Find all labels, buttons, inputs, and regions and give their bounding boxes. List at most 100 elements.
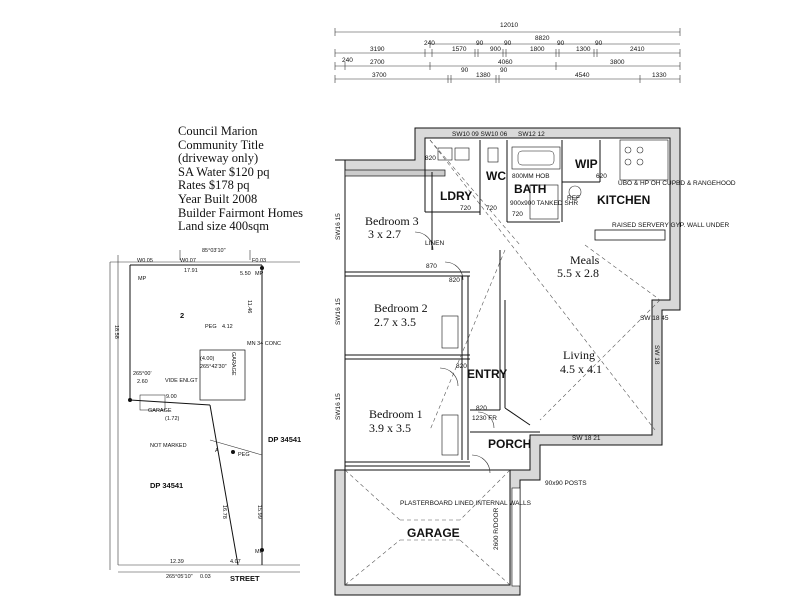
- site-w-top-left: W0.05: [137, 258, 153, 264]
- note-sw-right: SW 18 45: [640, 315, 669, 322]
- dim-r3-0: 3190: [370, 46, 385, 53]
- site-w-top: W0.07: [180, 258, 196, 264]
- site-dist-top: 17.91: [184, 268, 198, 274]
- meals-size: 5.5 x 2.8: [557, 266, 599, 280]
- kitchen-label: KITCHEN: [597, 193, 650, 207]
- dim-r3-2: 1570: [452, 46, 467, 53]
- bedroom3-name: Bedroom 3: [365, 214, 419, 228]
- note-ref: REF: [567, 195, 580, 202]
- site-bearing-top: 85°03'10": [202, 248, 226, 254]
- site-dist-f: 2.60: [137, 379, 148, 385]
- note-servery: RAISED SERVERY GYP. WALL UNDER: [612, 222, 729, 229]
- bedroom2-size: 2.7 x 3.5: [374, 315, 416, 329]
- site-dp-left: DP 34541: [150, 481, 183, 490]
- bedroom2-name: Bedroom 2: [374, 301, 428, 315]
- site-vide: VIDE ENLGT: [165, 378, 198, 384]
- plan-annotations: SW10 09 SW10 06 SW12 12 800MM HOB 900x90…: [335, 131, 736, 550]
- note-tanked: 900x900 TANKED SHR: [510, 200, 578, 207]
- porch-label: PORCH: [488, 437, 531, 451]
- note-sw-left3: SW16 15: [335, 393, 342, 420]
- bath-label: BATH: [514, 182, 546, 196]
- note-roller-door: 2600 R/DOOR: [493, 507, 500, 550]
- note-door-720b: 720: [486, 205, 497, 212]
- note-linen: LINEN: [425, 240, 444, 247]
- bedroom1-size: 3.9 x 3.5: [369, 421, 411, 435]
- wip-label: WIP: [575, 157, 598, 171]
- property-info: Council Marion Community Title (driveway…: [178, 124, 303, 234]
- garage-label: GARAGE: [407, 526, 460, 540]
- note-sw-top2: SW12 12: [518, 131, 545, 138]
- site-dist-j: 18.58: [113, 325, 119, 339]
- dim-r5-0: 3700: [372, 72, 387, 79]
- site-plan: 85°03'10" W0.07 W0.05 F0.03 17.91 5.50 M…: [109, 248, 301, 583]
- ldry-label: LDRY: [440, 189, 472, 203]
- site-dist-h: 16.78: [221, 505, 227, 519]
- info-driveway: (driveway only): [178, 151, 259, 166]
- dim-r3-1: 240: [424, 40, 435, 47]
- note-door-820c: 820: [456, 363, 467, 370]
- dim-r5-2: 1380: [476, 72, 491, 79]
- site-dist-l: 5.50: [240, 271, 251, 277]
- note-door-870: 870: [426, 263, 437, 270]
- site-f-top: F0.03: [252, 258, 266, 264]
- site-dist-m: 11.46: [246, 300, 252, 313]
- note-sw-top: SW10 09 SW10 06: [452, 131, 508, 138]
- site-dist-c: 4.12: [222, 324, 233, 330]
- dim-r3-6: 1800: [530, 46, 545, 53]
- site-bearing-bottom: 265°05'10": [166, 574, 193, 580]
- note-door-620: 620: [596, 173, 607, 180]
- site-street: STREET: [230, 574, 260, 583]
- info-land: Land size 400sqm: [178, 219, 269, 234]
- wc-label: WC: [486, 169, 506, 183]
- entry-label: ENTRY: [467, 367, 507, 381]
- dim-r3-9: 90: [595, 40, 603, 47]
- dim-r4-0: 240: [342, 57, 353, 64]
- site-dist-bottom: 12.39: [170, 559, 184, 565]
- site-conc: MN 34 CONC: [247, 341, 281, 347]
- site-dist-b: 0.03: [200, 574, 211, 580]
- site-dist-g: (1.72): [165, 416, 180, 422]
- site-dist-i: 15.99: [256, 505, 262, 519]
- note-sw-left1: SW16 15: [335, 213, 342, 240]
- dimension-strings: 12010 8820 3190 240 1570: [334, 22, 681, 83]
- note-hob: 800MM HOB: [512, 173, 550, 180]
- site-bearing-d: 265°00': [133, 371, 152, 377]
- dim-r4-1: 2700: [370, 59, 385, 66]
- site-dist-e: 9.00: [166, 394, 177, 400]
- dim-r5-3: 90: [500, 67, 508, 74]
- site-bearing-c: 265°42'30": [200, 364, 227, 370]
- meals-name: Meals: [570, 253, 600, 267]
- site-mp-left: MP: [138, 276, 147, 282]
- dim-r4-3: 3800: [610, 59, 625, 66]
- note-sw-right2: SW 18: [653, 345, 660, 365]
- note-sw-living: SW 18 21: [572, 435, 601, 442]
- site-peg: PEG: [205, 324, 217, 330]
- dim-r5-1: 90: [461, 67, 469, 74]
- bedroom1-name: Bedroom 1: [369, 407, 423, 421]
- note-garage: PLASTERBOARD LINED INTERNAL WALLS: [400, 500, 532, 507]
- floor-plan: [334, 127, 681, 596]
- note-fr: 1230 FR: [472, 415, 497, 422]
- site-a: A: [215, 448, 219, 454]
- info-council: Council Marion: [178, 124, 258, 138]
- dim-r3-3: 90: [476, 40, 484, 47]
- dim-r4-2: 4060: [498, 59, 513, 66]
- site-not-marked: NOT MARKED: [150, 443, 187, 449]
- dim-r3-5: 90: [504, 40, 512, 47]
- living-name: Living: [563, 348, 595, 362]
- dim-r3-8: 1300: [576, 46, 591, 53]
- note-door-820b: 820: [449, 277, 460, 284]
- site-garage-a: GARAGE: [230, 352, 236, 376]
- info-builder: Builder Fairmont Homes: [178, 205, 303, 220]
- site-mp-bottom: MP: [255, 549, 264, 555]
- note-door-720a: 720: [460, 205, 471, 212]
- site-mp-top: MP: [255, 271, 264, 277]
- site-lot: 2: [180, 311, 184, 320]
- dim-r3-4: 900: [490, 46, 501, 53]
- site-dist-a: 4.07: [230, 559, 241, 565]
- living-size: 4.5 x 4.1: [560, 362, 602, 376]
- dim-r3-10: 2410: [630, 46, 645, 53]
- room-labels: Bedroom 3 3 x 2.7 Bedroom 2 2.7 x 3.5 Be…: [365, 157, 650, 540]
- outer-walls: [334, 127, 681, 596]
